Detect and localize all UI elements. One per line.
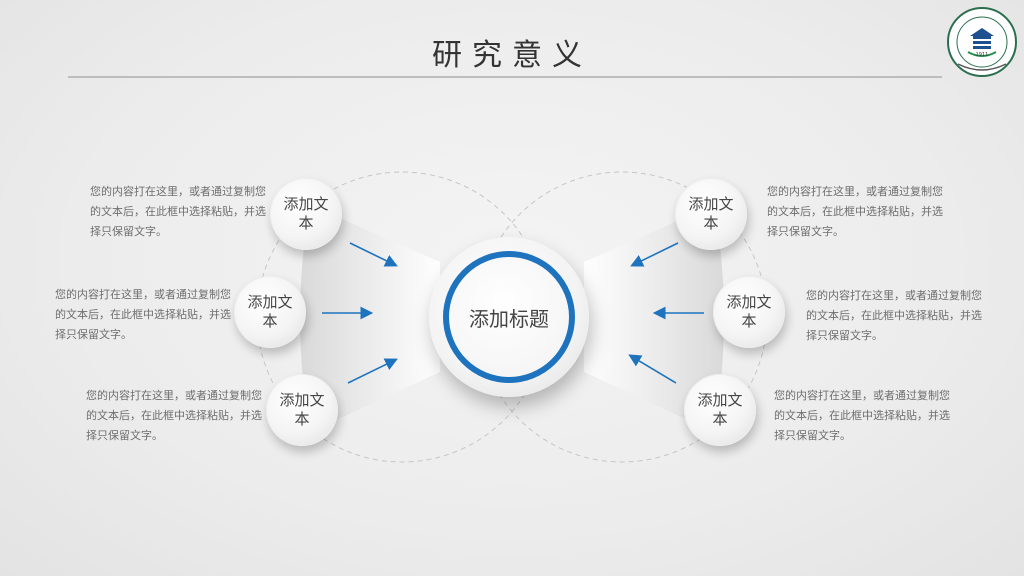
text-right-top: 您的内容打在这里，或者通过复制您的文本后，在此框中选择粘贴，并选择只保留文字。	[767, 185, 943, 238]
node-right-top[interactable]: 添加文本	[675, 178, 747, 250]
page-title: 研究意义	[432, 38, 592, 73]
node-label: 添加文本	[726, 293, 772, 330]
arrow-left-top	[349, 242, 398, 267]
text-right-bottom: 您的内容打在这里，或者通过复制您的文本后，在此框中选择粘贴，并选择只保留文字。	[774, 389, 950, 442]
text-left-bottom: 您的内容打在这里，或者通过复制您的文本后，在此框中选择粘贴，并选择只保留文字。	[86, 389, 262, 442]
node-right-middle[interactable]: 添加文本	[713, 276, 785, 348]
node-label: 添加文本	[247, 293, 293, 330]
text-left-top: 您的内容打在这里，或者通过复制您的文本后，在此框中选择粘贴，并选择只保留文字。	[90, 185, 266, 238]
arrow-right-bottom	[628, 354, 677, 384]
node-label: 添加文本	[697, 391, 743, 428]
text-right-middle: 您的内容打在这里，或者通过复制您的文本后，在此框中选择粘贴，并选择只保留文字。	[806, 289, 982, 342]
node-label: 添加文本	[283, 195, 329, 232]
node-left-top[interactable]: 添加文本	[270, 178, 342, 250]
node-left-middle[interactable]: 添加文本	[234, 276, 306, 348]
university-seal-icon: 1911	[947, 7, 1017, 77]
node-label: 添加文本	[279, 391, 325, 428]
arrow-right-top	[630, 242, 679, 267]
text-left-middle: 您的内容打在这里，或者通过复制您的文本后，在此框中选择粘贴，并选择只保留文字。	[55, 288, 231, 341]
center-node[interactable]: 添加标题	[429, 237, 589, 397]
arrow-left-bottom	[347, 358, 398, 384]
center-title: 添加标题	[469, 306, 549, 331]
node-right-bottom[interactable]: 添加文本	[684, 374, 756, 446]
seal-year: 1911	[976, 52, 989, 58]
node-left-bottom[interactable]: 添加文本	[266, 374, 338, 446]
center-ring: 添加标题	[443, 251, 575, 383]
title-divider	[68, 76, 942, 78]
node-label: 添加文本	[688, 195, 734, 232]
